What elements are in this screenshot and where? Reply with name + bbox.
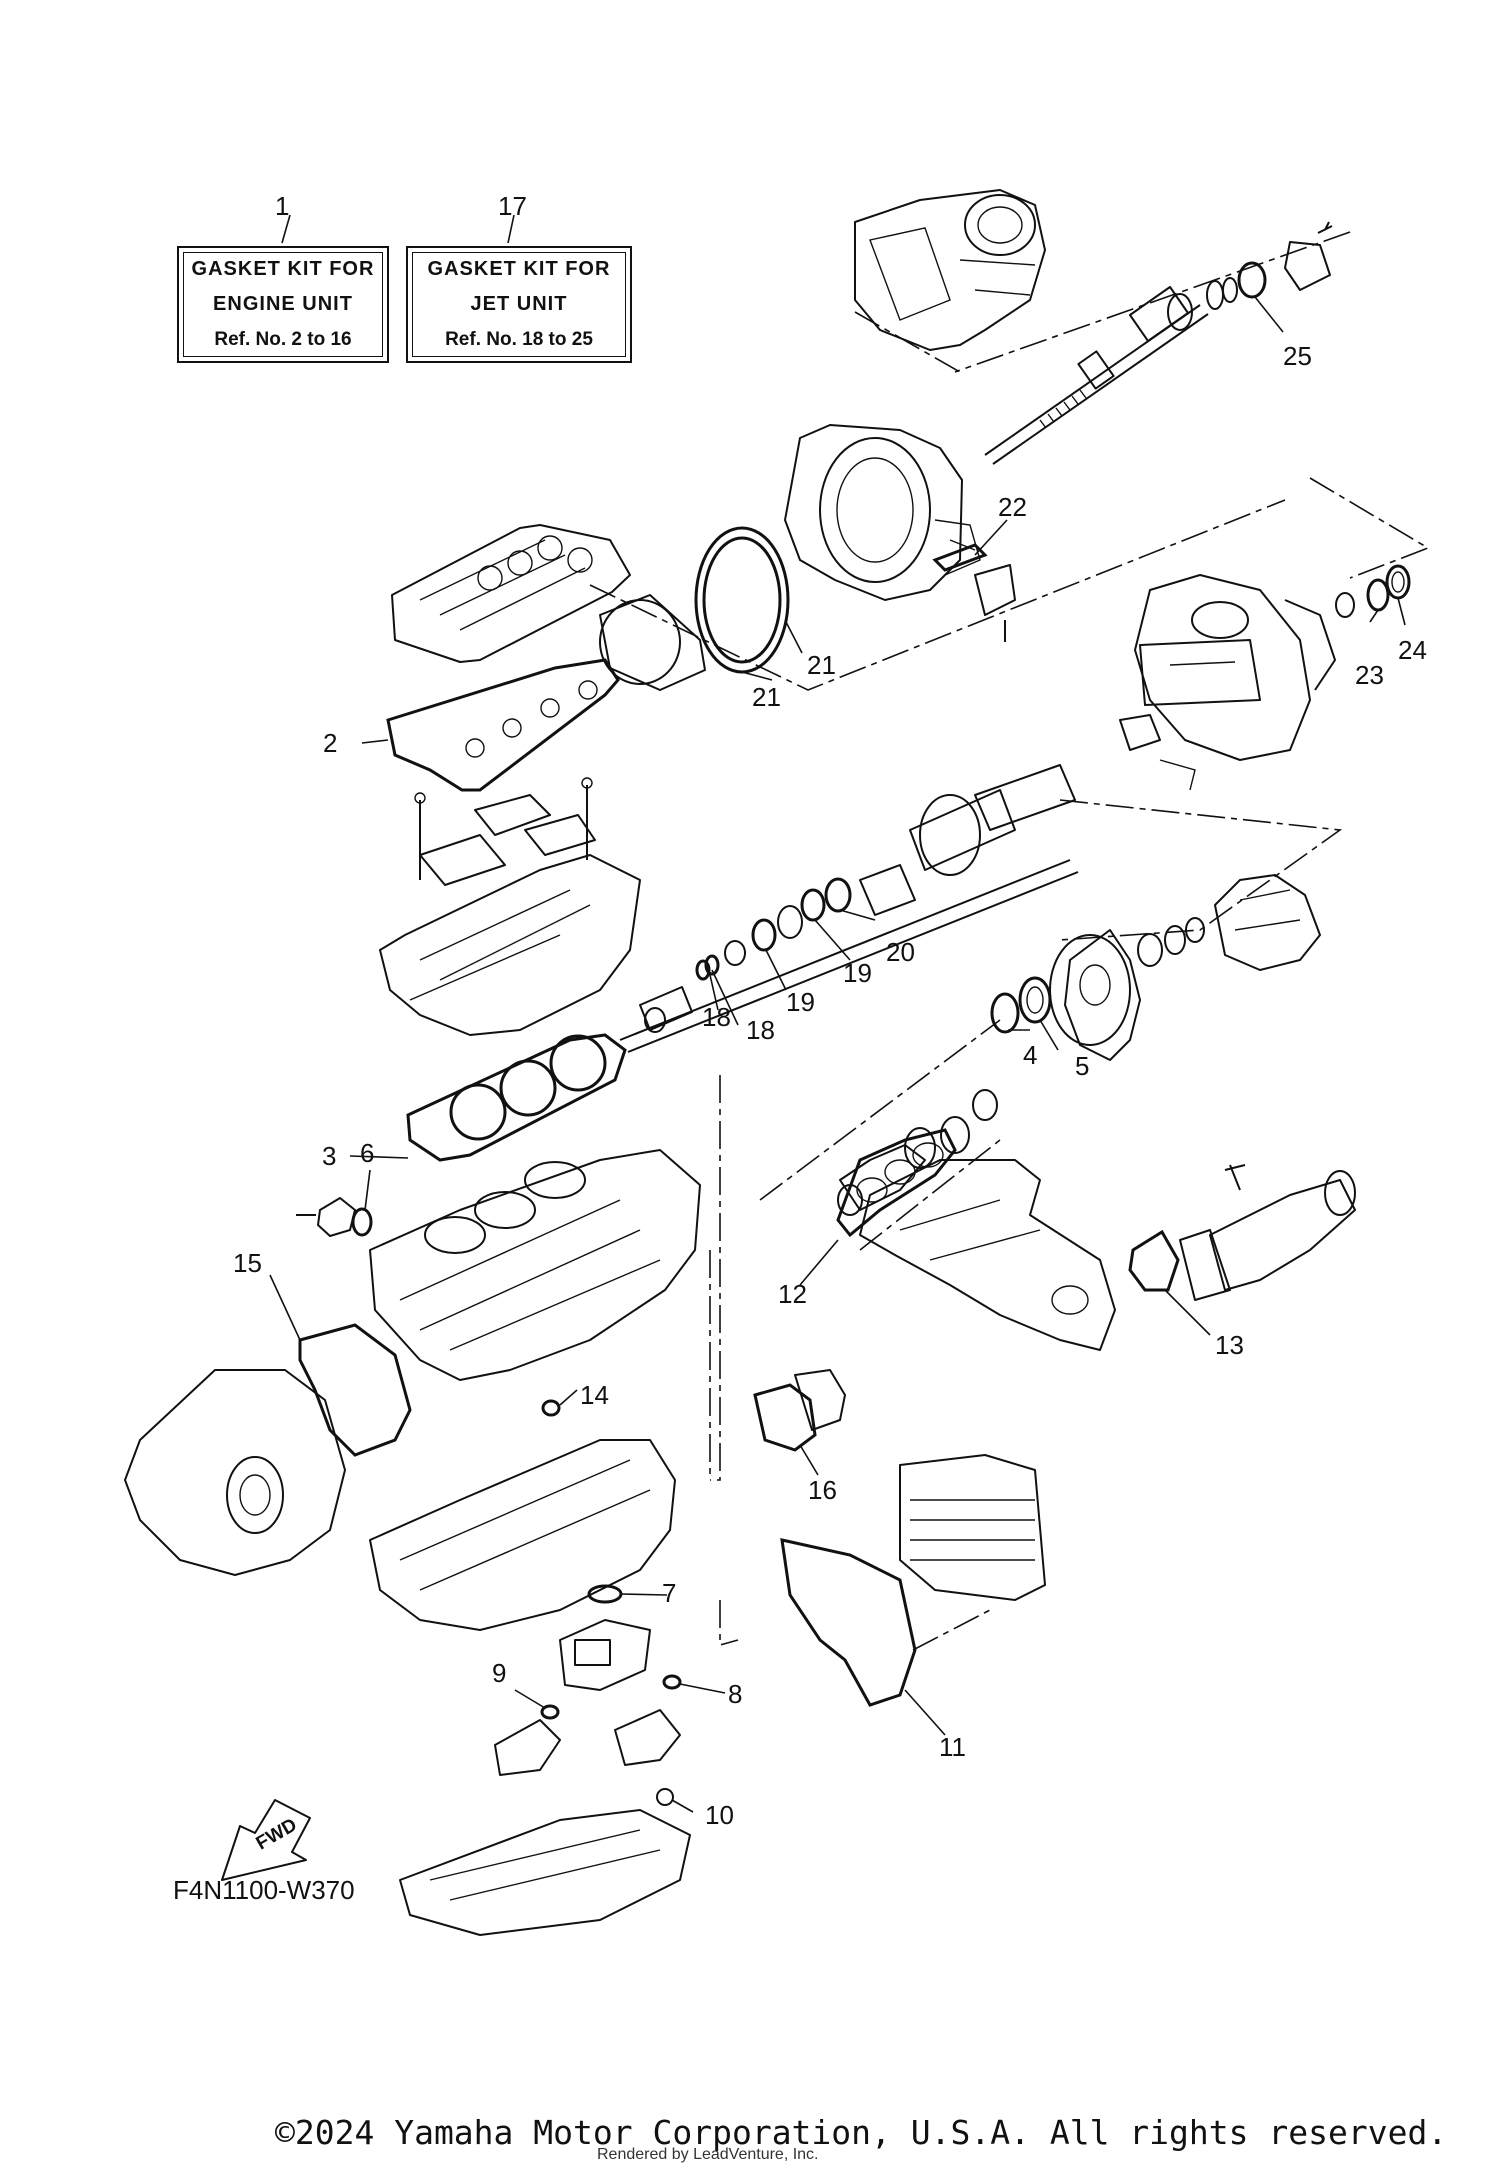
gasket-6 [351, 1207, 373, 1237]
circlip [724, 940, 746, 966]
gasket-kit-jet-box: GASKET KIT FOR JET UNIT Ref. No. 18 to 2… [406, 246, 632, 363]
cylinder-head-cover [391, 524, 631, 663]
cover-16 [794, 1369, 846, 1431]
jet-nozzle-assembly [1119, 477, 1430, 791]
callout-11: 11 [939, 1732, 966, 1762]
callout-18a: 18 [702, 1002, 731, 1032]
gasket-2-holes [465, 680, 598, 758]
oil-cooler [899, 1454, 1046, 1601]
callout-15: 15 [233, 1248, 262, 1278]
washer [1335, 592, 1355, 618]
kit-jet-line2: JET UNIT [470, 293, 568, 315]
oil-seal-19b [800, 888, 826, 922]
callout-23: 23 [1355, 660, 1384, 690]
oil-seal-4 [990, 992, 1020, 1034]
oil-pan [399, 1788, 691, 1936]
bracket-9 [494, 1719, 561, 1776]
exhaust-manifold [859, 1159, 1116, 1351]
gasket-11 [780, 1538, 917, 1707]
o-ring-14 [541, 1399, 561, 1417]
oil-pump [559, 1619, 651, 1691]
manifold-gasket-12 [836, 1128, 957, 1238]
kit-engine-line1: GASKET KIT FOR [191, 258, 375, 280]
head-gasket-3 [406, 1033, 627, 1162]
callout-16: 16 [808, 1475, 837, 1505]
kit-jet-ref: Ref. No. 18 to 25 [445, 329, 593, 350]
cylinder-block [369, 1149, 701, 1381]
callout-25: 25 [1283, 341, 1312, 371]
callout-13: 13 [1215, 1330, 1244, 1360]
callout-5: 5 [1075, 1051, 1090, 1081]
oil-seal-19a [751, 918, 777, 952]
callout-18b: 18 [746, 1015, 775, 1045]
cap-and-bolt [1238, 221, 1333, 298]
coupling-housing [1049, 799, 1343, 1061]
o-ring-18b [704, 954, 720, 976]
callout-3: 3 [322, 1141, 337, 1171]
intermediate-shaft [619, 764, 1079, 1053]
callout-20: 20 [886, 937, 915, 967]
gasket-13 [1128, 1229, 1180, 1292]
bearing [777, 905, 803, 939]
callout-12: 12 [778, 1279, 807, 1309]
callout-19b: 19 [843, 958, 872, 988]
impeller-housing [784, 424, 981, 601]
callout-8: 8 [728, 1679, 743, 1709]
cylinder-head [379, 777, 641, 1036]
kit-engine-ref: Ref. No. 2 to 16 [214, 329, 352, 350]
crankcase-lower [369, 1439, 676, 1631]
gasket-kit-engine-box: GASKET KIT FOR ENGINE UNIT Ref. No. 2 to… [177, 246, 389, 363]
callout-4: 4 [1023, 1040, 1038, 1070]
o-ring-23 [1366, 578, 1390, 612]
leader-lines [269, 214, 1406, 1813]
shaft-coupler [759, 1019, 1001, 1251]
copyright-notice: ©2024 Yamaha Motor Corporation, U.S.A. A… [275, 2113, 1448, 2152]
thermostat-cover [296, 1197, 356, 1237]
gasket-16 [753, 1383, 817, 1452]
callout-14: 14 [580, 1380, 609, 1410]
kit-engine-line2: ENGINE UNIT [213, 293, 353, 315]
o-ring-8 [662, 1674, 682, 1690]
head-cover-gasket-2 [386, 658, 620, 792]
diagram-code: F4N1100-W370 [173, 1875, 355, 1905]
callout-2: 2 [323, 728, 338, 758]
gasket-22 [932, 543, 1016, 642]
flywheel-cover [124, 1369, 346, 1576]
callout-22: 22 [998, 492, 1027, 522]
callout-19a: 19 [786, 987, 815, 1017]
drive-shaft [984, 277, 1238, 465]
o-ring-25 [1237, 261, 1267, 299]
callout-6: 6 [360, 1138, 375, 1168]
callout-17: 17 [498, 191, 527, 221]
o-ring-9 [540, 1704, 560, 1720]
jet-pump-housing [854, 189, 1351, 373]
callout-24: 24 [1398, 635, 1427, 665]
gasket-15 [298, 1323, 412, 1457]
callout-10: 10 [705, 1800, 734, 1830]
callout-21b: 21 [807, 650, 836, 680]
callout-21a: 21 [752, 682, 781, 712]
rendered-by-credit: Rendered by LeadVenture, Inc. [597, 2146, 819, 2163]
oil-seal-5-inner [1026, 986, 1044, 1014]
forward-arrow-icon [221, 1799, 311, 1881]
kit-jet-line1: GASKET KIT FOR [427, 258, 611, 280]
exhaust-tube [1179, 1164, 1356, 1301]
bracket-8 [614, 1709, 681, 1766]
oil-seal-5-outer [1018, 976, 1052, 1024]
callout-9: 9 [492, 1658, 507, 1688]
seal-24-outer [1385, 564, 1411, 600]
callout-7: 7 [662, 1578, 677, 1608]
callout-1: 1 [275, 191, 290, 221]
oil-seal-20 [824, 877, 852, 913]
seal-24-inner [1391, 571, 1405, 593]
o-ring-18a [695, 959, 711, 981]
wear-ring-21 [694, 526, 790, 674]
